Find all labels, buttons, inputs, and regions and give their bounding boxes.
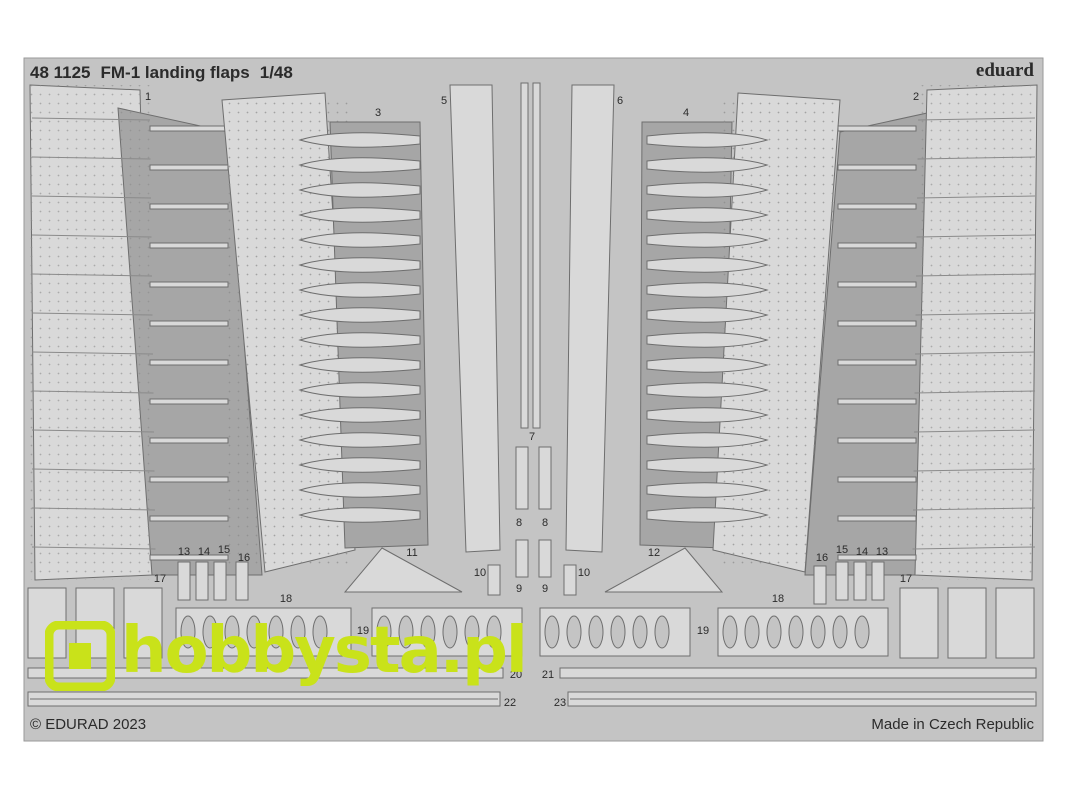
part-11 [343,547,463,593]
part-label: 2 [913,91,919,103]
part-12 [604,547,724,593]
part-label: 12 [648,547,660,559]
part-2-flap [804,84,1038,581]
part-label: 20 [510,669,522,681]
set-name: FM-1 landing flaps [100,63,250,82]
part-label: 18 [280,593,292,605]
origin: Made in Czech Republic [871,716,1034,733]
part-label: 18 [772,593,784,605]
copyright: © EDURAD 2023 [30,716,147,733]
part-label: 14 [856,546,868,558]
watermark-text: hobbysta.pl [121,614,528,688]
part-2-ribs [837,117,1036,561]
part-label: 14 [198,546,210,558]
part-label: 17 [154,573,166,585]
part-label: 6 [617,95,623,107]
part-label: 5 [441,95,447,107]
part-label: 15 [836,544,848,556]
watermark-logo-icon [45,621,115,691]
part-label: 19 [697,625,709,637]
parts-13-16 [177,561,885,605]
part-label: 23 [554,697,566,709]
part-7-rods [520,82,541,429]
set-code: 48 1125 [30,63,91,82]
part-3-ribs [298,132,421,523]
part-1-flap [29,84,263,581]
part-label: 13 [876,546,888,558]
part-label: 9 [542,583,548,595]
set-scale: 1/48 [259,63,293,82]
part-label: 21 [542,669,554,681]
parts-22-23 [27,691,1037,707]
parts-8-9 [487,446,577,596]
part-label: 8 [542,517,548,529]
fret-title: 48 1125 FM-1 landing flaps 1/48 [30,63,303,83]
part-1-ribs [31,117,229,561]
part-label: 10 [474,567,486,579]
part-6-strip [565,84,615,553]
parts-18-19 [175,607,889,657]
part-label: 1 [145,91,151,103]
part-4-ribs [646,132,769,523]
part-17-right [899,587,1035,659]
part-label: 22 [504,697,516,709]
part-label: 11 [406,547,417,559]
part-label: 9 [516,583,522,595]
part-label: 16 [816,552,828,564]
part-label: 17 [900,573,912,585]
parts-20-21 [27,667,1037,679]
part-label: 4 [683,107,689,119]
part-label: 8 [516,517,522,529]
part-label: 15 [218,544,230,556]
part-label: 10 [578,567,590,579]
part-label: 3 [375,107,381,119]
part-5-strip [449,84,501,553]
part-label: 7 [529,431,535,443]
part-label: 16 [238,552,250,564]
part-label: 13 [178,546,190,558]
part-label: 19 [357,625,369,637]
brand-name: eduard [975,60,1034,81]
